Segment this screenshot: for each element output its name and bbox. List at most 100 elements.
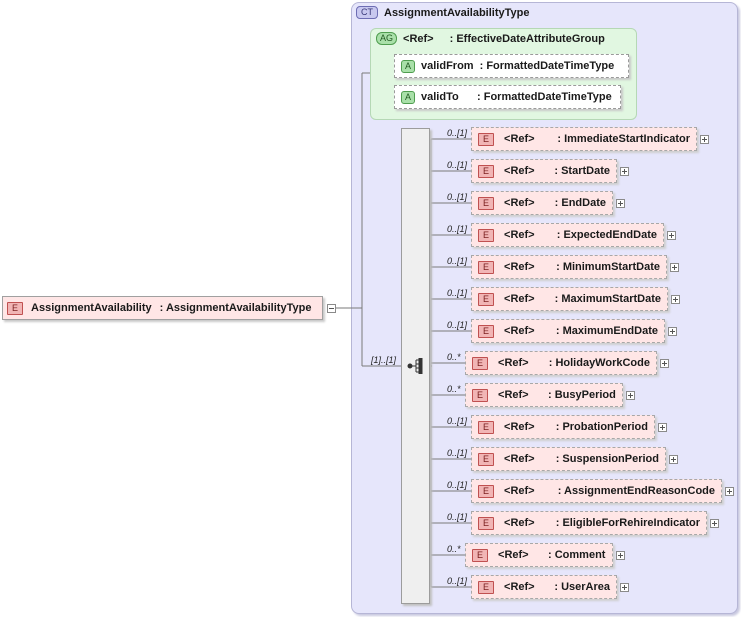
attribute-group-ref: <Ref>: [403, 32, 434, 45]
element-name: : AssignmentEndReasonCode: [557, 485, 715, 497]
element-name: : StartDate: [554, 165, 610, 177]
element-occurrence: 0..*: [447, 352, 461, 362]
element-ref: <Ref>: [504, 485, 535, 497]
sequence-element[interactable]: E <Ref> : HolidayWorkCode: [465, 351, 657, 375]
expand-toggle[interactable]: [616, 199, 625, 208]
sequence-element[interactable]: E <Ref> : SuspensionPeriod: [471, 447, 666, 471]
attribute-group-name: : EffectiveDateAttributeGroup: [449, 32, 605, 45]
element-occurrence: 0..[1]: [447, 512, 468, 522]
element-occurrence: 0..[1]: [447, 480, 468, 490]
element-ref: <Ref>: [504, 197, 535, 209]
element-badge: E: [478, 292, 495, 306]
expand-toggle[interactable]: [669, 455, 678, 464]
expand-toggle[interactable]: [668, 327, 677, 336]
attribute-group-header[interactable]: AG <Ref> : EffectiveDateAttributeGroup: [376, 32, 605, 45]
element-badge: E: [478, 164, 495, 178]
expand-toggle[interactable]: [626, 391, 635, 400]
element-badge: E: [472, 356, 489, 370]
sequence-element[interactable]: E<Ref>: UserArea: [471, 575, 617, 599]
root-element[interactable]: E AssignmentAvailability : AssignmentAva…: [2, 296, 323, 320]
element-name: : ProbationPeriod: [555, 421, 648, 433]
root-element-type: : AssignmentAvailabilityType: [159, 302, 312, 314]
element-badge: E: [478, 452, 495, 466]
element-name: : SuspensionPeriod: [555, 453, 659, 465]
root-element-name: AssignmentAvailability: [31, 302, 152, 314]
attribute-name: validFrom: [421, 60, 474, 72]
element-badge: E: [472, 388, 489, 402]
element-name: : MinimumStartDate: [556, 261, 660, 273]
attribute-valid-from[interactable]: A validFrom : FormattedDateTimeType: [394, 54, 629, 78]
element-ref: <Ref>: [504, 293, 535, 305]
element-occurrence: 0..[1]: [447, 416, 468, 426]
expand-toggle[interactable]: [670, 263, 679, 272]
element-occurrence: 0..[1]: [447, 448, 468, 458]
element-occurrence: 0..[1]: [447, 576, 468, 586]
expand-toggle[interactable]: [660, 359, 669, 368]
attribute-valid-to[interactable]: A validTo : FormattedDateTimeType: [394, 85, 621, 109]
element-name: : ImmediateStartIndicator: [557, 133, 690, 145]
sequence-element[interactable]: E<Ref>: EligibleForRehireIndicator: [471, 511, 707, 535]
sequence-element[interactable]: E <Ref> : AssignmentEndReasonCode: [471, 479, 722, 503]
element-ref: <Ref>: [504, 229, 535, 241]
element-name: : ExpectedEndDate: [556, 229, 657, 241]
expand-toggle[interactable]: [620, 167, 629, 176]
sequence-element[interactable]: E <Ref> : Comment: [465, 543, 613, 567]
element-badge: E: [478, 260, 495, 274]
sequence-element[interactable]: E<Ref>: ProbationPeriod: [471, 415, 655, 439]
complex-type-header: CT AssignmentAvailabilityType: [356, 6, 529, 19]
sequence-element[interactable]: E<Ref>: EndDate: [471, 191, 613, 215]
expand-toggle[interactable]: [616, 551, 625, 560]
element-badge: E: [478, 516, 495, 530]
element-occurrence: 0..[1]: [447, 160, 468, 170]
element-ref: <Ref>: [504, 325, 535, 337]
element-occurrence: 0..[1]: [447, 320, 468, 330]
element-ref: <Ref>: [498, 357, 529, 369]
element-badge: E: [478, 484, 495, 498]
attribute-badge: A: [401, 90, 416, 104]
sequence-icon[interactable]: [407, 357, 425, 375]
element-name: : EndDate: [554, 197, 606, 209]
sequence-element[interactable]: E<Ref>: StartDate: [471, 159, 617, 183]
attribute-group-badge: AG: [376, 32, 398, 45]
element-ref: <Ref>: [498, 389, 529, 401]
sequence-multiplicity: [1]..[1]: [371, 355, 397, 365]
element-name: : Comment: [548, 549, 606, 561]
element-ref: <Ref>: [504, 581, 535, 593]
expand-toggle[interactable]: [725, 487, 734, 496]
element-name: : BusyPeriod: [548, 389, 616, 401]
element-ref: <Ref>: [498, 549, 529, 561]
expand-toggle[interactable]: [710, 519, 719, 528]
element-badge: E: [7, 301, 24, 315]
attribute-type: : FormattedDateTimeType: [479, 60, 615, 72]
element-ref: <Ref>: [504, 133, 535, 145]
element-badge: E: [478, 324, 495, 338]
element-occurrence: 0..[1]: [447, 224, 468, 234]
sequence-element[interactable]: E <Ref> : MaximumStartDate: [471, 287, 668, 311]
element-badge: E: [472, 548, 489, 562]
expand-toggle[interactable]: [700, 135, 709, 144]
sequence-element[interactable]: E <Ref> : MinimumStartDate: [471, 255, 667, 279]
expand-toggle[interactable]: [667, 231, 676, 240]
element-badge: E: [478, 580, 495, 594]
element-occurrence: 0..[1]: [447, 192, 468, 202]
element-ref: <Ref>: [504, 453, 535, 465]
element-badge: E: [478, 132, 495, 146]
attribute-badge: A: [401, 59, 416, 73]
expand-toggle[interactable]: [620, 583, 629, 592]
attribute-name: validTo: [421, 91, 459, 103]
sequence-element[interactable]: E <Ref> : BusyPeriod: [465, 383, 623, 407]
collapse-toggle[interactable]: [327, 304, 336, 313]
sequence-element[interactable]: E<Ref>: MaximumEndDate: [471, 319, 665, 343]
expand-toggle[interactable]: [658, 423, 667, 432]
element-occurrence: 0..*: [447, 544, 461, 554]
element-ref: <Ref>: [504, 261, 535, 273]
element-badge: E: [478, 420, 495, 434]
element-name: : HolidayWorkCode: [548, 357, 650, 369]
attribute-type: : FormattedDateTimeType: [477, 91, 612, 103]
sequence-element[interactable]: E <Ref> : ImmediateStartIndicator: [471, 127, 697, 151]
expand-toggle[interactable]: [671, 295, 680, 304]
element-name: : MaximumStartDate: [554, 293, 661, 305]
element-ref: <Ref>: [504, 517, 535, 529]
sequence-element[interactable]: E <Ref> : ExpectedEndDate: [471, 223, 664, 247]
element-badge: E: [478, 228, 495, 242]
